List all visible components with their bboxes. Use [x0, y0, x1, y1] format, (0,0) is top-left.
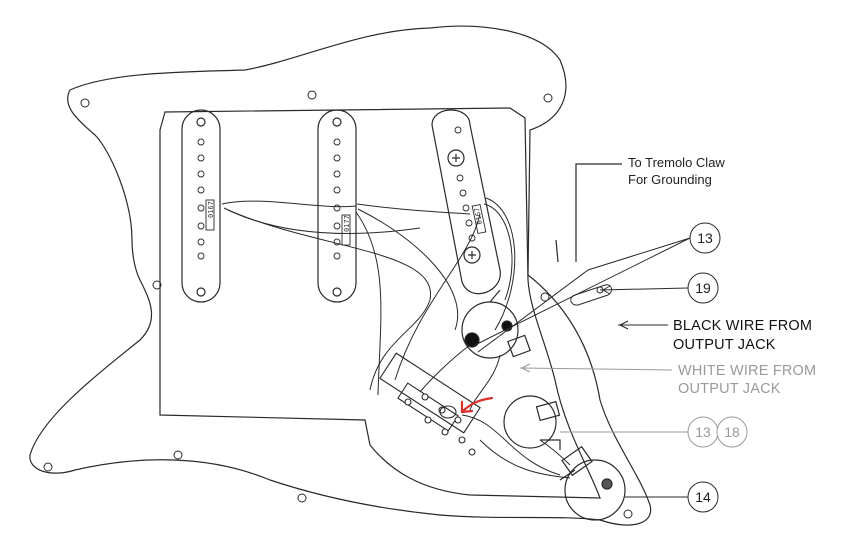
leader-lines [474, 237, 691, 498]
callout-18-text: 18 [724, 424, 740, 440]
tone-pot-1 [503, 395, 561, 450]
tremolo-label-line2: For Grounding [628, 172, 712, 187]
callout-19 [687, 272, 719, 304]
bridge-pickup [431, 109, 501, 295]
white-wire-label-line1: WHITE WIRE FROM [678, 363, 816, 379]
callout-14-text: 14 [695, 489, 711, 505]
five-way-switch [379, 352, 481, 456]
pickguard-outline [29, 25, 652, 526]
callout-13-mid-text: 13 [695, 424, 711, 440]
callout-13-top [689, 222, 721, 254]
volume-pot [461, 289, 531, 359]
middle-pickup-code: 0177 [343, 215, 351, 232]
ground-lug [570, 284, 613, 306]
mounting-holes [43, 90, 633, 519]
black-wire-label-line1: BLACK WIRE FROM [673, 318, 812, 334]
callout-19-text: 19 [695, 280, 711, 296]
white-wire-label-line2: OUTPUT JACK [678, 381, 781, 397]
pickup-wires [221, 197, 571, 479]
neck-pickup [181, 109, 221, 303]
tone-pot-2 [559, 445, 626, 521]
tremolo-claw-bracket [575, 163, 622, 262]
callout-13-top-text: 13 [697, 230, 713, 246]
neck-pickup-code: 0167 [207, 201, 215, 218]
highlight-arrow [460, 396, 494, 414]
black-wire-label-line2: OUTPUT JACK [673, 337, 776, 353]
tremolo-label-line1: To Tremolo Claw [628, 155, 725, 170]
bridge-pickup-code: 0167 [473, 207, 484, 225]
cavity-outline [159, 107, 601, 499]
callout-18 [716, 416, 748, 448]
callout-14 [687, 481, 719, 513]
